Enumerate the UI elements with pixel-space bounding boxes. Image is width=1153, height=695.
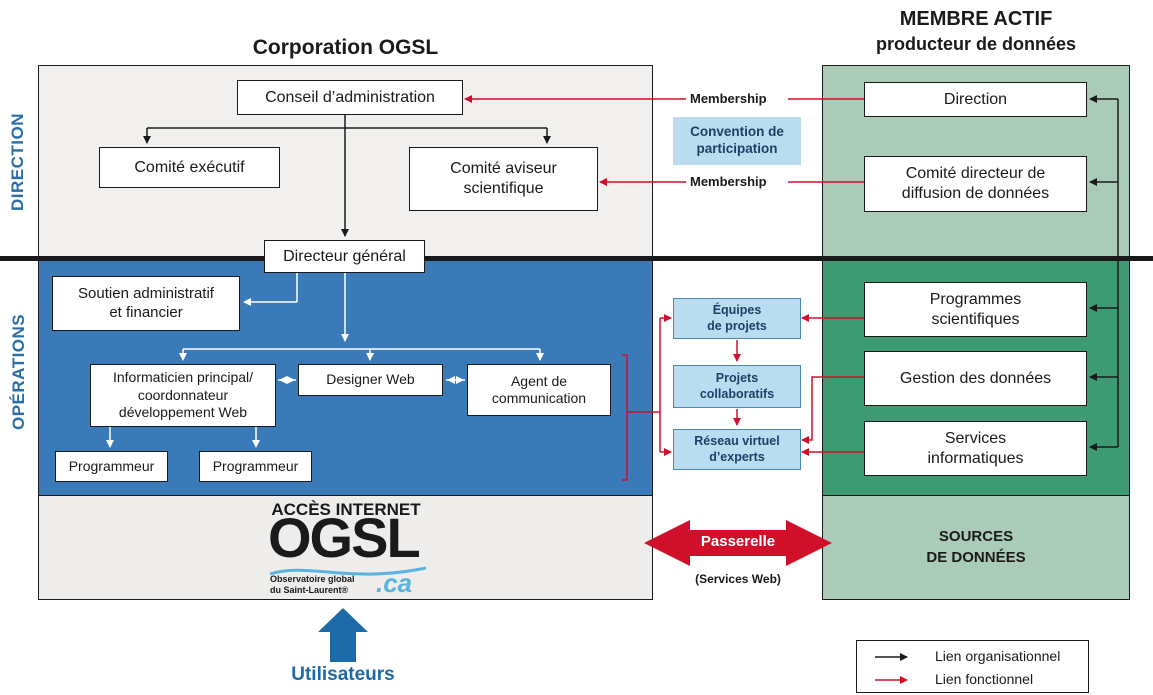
convention-label-2: participation	[696, 141, 778, 156]
membre-direction-box: Direction	[864, 82, 1087, 117]
conseil-administration-box: Conseil d’administration	[237, 80, 463, 115]
comite-directeur-label-2: diffusion de données	[901, 185, 1050, 202]
projets-label-1: Projets	[715, 370, 759, 385]
projets-label-2: collaboratifs	[699, 386, 775, 401]
services-informatiques-box: Services informatiques	[864, 421, 1087, 476]
sources-panel	[822, 495, 1130, 600]
reseau-label-1: Réseau virtuel	[694, 433, 780, 448]
reseau-experts-box: Réseau virtuel d’experts	[673, 429, 801, 470]
sources-label-2: DE DONNÉES	[926, 549, 1026, 566]
designer-web-box: Designer Web	[298, 364, 443, 396]
comite-aviseur-label-1: Comité aviseur	[450, 160, 557, 177]
acces-internet-title: ACCÈS INTERNET	[271, 500, 421, 519]
equipes-label-2: de projets	[707, 318, 767, 333]
conseil-label: Conseil d’administration	[265, 88, 435, 106]
membre-direction-label: Direction	[943, 90, 1008, 108]
informaticien-label-3: développement Web	[118, 404, 248, 421]
legend-fonctionnel: Lien fonctionnel	[935, 671, 1034, 687]
soutien-label-2: et financier	[109, 303, 183, 321]
convention-label-1: Convention de	[690, 124, 784, 140]
soutien-box: Soutien administratif et financier	[52, 276, 240, 331]
gestion-donnees-box: Gestion des données	[864, 351, 1087, 406]
agent-label-1: Agent de	[510, 372, 568, 389]
legend-swatches	[875, 653, 908, 684]
logo-ca: .ca	[376, 568, 413, 598]
direction-operations-divider	[0, 256, 1153, 261]
agent-label-2: communication	[491, 390, 587, 406]
programmeur-2-box: Programmeur	[199, 451, 312, 482]
convention-box: Convention de participation	[673, 117, 801, 165]
comite-directeur-label-1: Comité directeur de	[905, 165, 1046, 182]
programmes-label-1: Programmes	[929, 290, 1022, 308]
logo-wave-icon	[269, 566, 427, 576]
utilisateurs-label: Utilisateurs	[291, 664, 395, 685]
passerelle-label: Passerelle	[700, 533, 776, 550]
sources-label-1: SOURCES	[938, 528, 1014, 545]
passerelle-arrow	[644, 520, 832, 566]
reseau-label-2: d’experts	[709, 449, 765, 464]
directeur-general-box: Directeur général	[264, 240, 425, 273]
informaticien-box: Informaticien principal/ coordonnateur d…	[90, 364, 276, 427]
legend: Lien organisationnel Lien fonctionnel	[856, 640, 1089, 693]
equipes-projets-box: Équipes de projets	[673, 298, 801, 339]
designer-label: Designer Web	[326, 371, 415, 388]
ogsl-logo-text: OGSL	[268, 506, 421, 569]
programmeur-1-box: Programmeur	[55, 451, 168, 482]
membership-label-1: Membership	[686, 91, 771, 106]
acces-panel	[38, 495, 653, 600]
services-web-label: (Services Web)	[695, 572, 781, 586]
informaticien-label-1: Informaticien principal/	[112, 369, 254, 386]
projets-collaboratifs-box: Projets collaboratifs	[673, 365, 801, 408]
services-label-2: informatiques	[927, 449, 1024, 467]
programmeur-2-label: Programmeur	[212, 457, 299, 474]
users-arrow	[318, 608, 368, 662]
membership-label-2: Membership	[686, 174, 771, 189]
logo-subtitle-2: du Saint-Laurent®	[270, 585, 349, 595]
comite-directeur-box: Comité directeur de diffusion de données	[864, 156, 1087, 212]
sources-donnees-label: SOURCES DE DONNÉES	[822, 526, 1130, 568]
soutien-label-1: Soutien administratif	[78, 284, 214, 302]
programmes-scientifiques-box: Programmes scientifiques	[864, 282, 1087, 337]
gestion-label: Gestion des données	[899, 369, 1052, 387]
equipes-label-1: Équipes	[712, 302, 762, 317]
corporation-title: Corporation OGSL	[252, 36, 439, 59]
informaticien-label-2: coordonnateur	[137, 386, 229, 403]
services-label-1: Services	[944, 429, 1007, 447]
legend-organisationnel: Lien organisationnel	[935, 648, 1061, 664]
membre-subtitle: producteur de données	[875, 34, 1077, 54]
programmeur-1-label: Programmeur	[68, 457, 155, 474]
membre-title: MEMBRE ACTIF	[899, 8, 1053, 30]
comite-executif-box: Comité exécutif	[99, 147, 280, 188]
programmes-label-2: scientifiques	[931, 310, 1020, 328]
logo-subtitle-1: Observatoire global	[270, 574, 355, 584]
ogsl-logo: OGSL Observatoire global du Saint-Lauren…	[268, 510, 428, 600]
agent-communication-box: Agent de communication	[467, 364, 611, 416]
comite-aviseur-box: Comité aviseur scientifique	[409, 147, 598, 211]
comite-aviseur-label-2: scientifique	[463, 180, 544, 197]
directeur-label: Directeur général	[283, 247, 406, 265]
comite-executif-label: Comité exécutif	[134, 158, 245, 176]
